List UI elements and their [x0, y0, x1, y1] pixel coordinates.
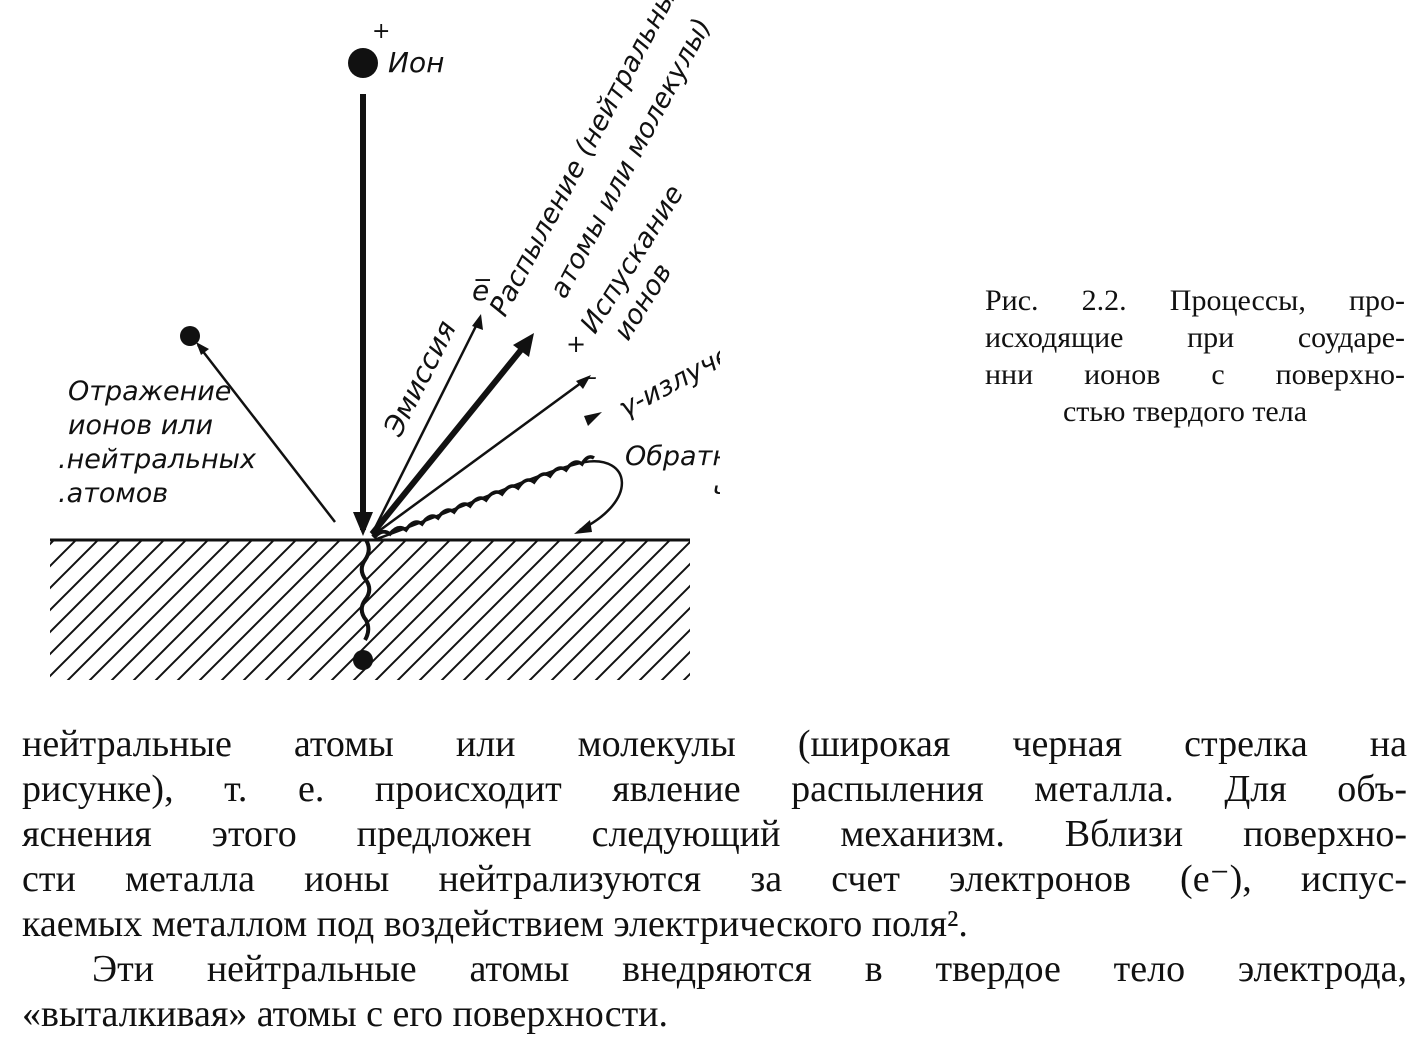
ion-charge-label: + [372, 19, 390, 44]
ion-emission-plus: + [566, 330, 586, 358]
caption-line: Рис. 2.2. Процессы, про- [985, 284, 1405, 317]
reflection-label-line3: .нейтральных [58, 444, 257, 475]
ion-emission-minus: – [585, 363, 597, 391]
sputtering-arrowhead [513, 333, 534, 357]
body-text: нейтральные атомы или молекулы (широкая … [22, 722, 1407, 1037]
caption-line: исходящие при соударе- [985, 321, 1405, 354]
reflection-arrowhead [196, 342, 209, 355]
gamma-arrowhead [584, 412, 602, 426]
sputtering-arrow [369, 343, 528, 536]
incident-arrowhead [353, 512, 373, 536]
text-line: сти металла ионы нейтрализуются за счет … [22, 858, 1407, 900]
implanted-path [359, 538, 372, 642]
text-line: каемых металлом под воздействием электри… [22, 903, 968, 945]
ion-surface-diagram: + Ион Отражение ионов или .нейтральных .… [50, 0, 720, 680]
reverse-motion-arrowhead [574, 520, 592, 534]
ion-label: Ион [388, 46, 444, 79]
emission-arrowhead [472, 314, 483, 330]
reverse-label-line1: Обратное движение [625, 441, 720, 472]
caption-line: стью твердого тела [1062, 395, 1308, 428]
reverse-label-line2: частиц [712, 476, 720, 507]
ion-emission-arrowhead [576, 375, 591, 389]
implanted-particle-dot [353, 650, 373, 670]
reflected-particle-dot [180, 326, 200, 346]
text-line: нейтральные атомы или молекулы (широкая … [22, 723, 1407, 765]
text-line: Эти нейтральные атомы внедряются в тверд… [92, 948, 1407, 990]
emission-arrow [370, 319, 481, 535]
caption-line: нни ионов с поверхно- [985, 358, 1405, 391]
ion-emission-arrow [371, 378, 586, 538]
text-line: «выталкивая» атомы с его поверхности. [22, 993, 669, 1035]
electron-label: e̅ [472, 274, 491, 307]
text-line: рисунке), т. е. происходит явление распы… [22, 768, 1407, 810]
reflection-label-line2: ионов или [68, 410, 213, 441]
figure-caption: Рис. 2.2. Процессы, про- исходящие при с… [985, 282, 1405, 430]
reflection-label-line4: .атомов [58, 478, 168, 509]
ion-dot [348, 48, 378, 78]
reflection-arrow [197, 344, 336, 523]
reflection-label-line1: Отражение [68, 376, 231, 407]
text-line: яснения этого предложен следующий механи… [22, 813, 1407, 855]
reverse-motion-loop [373, 460, 624, 542]
